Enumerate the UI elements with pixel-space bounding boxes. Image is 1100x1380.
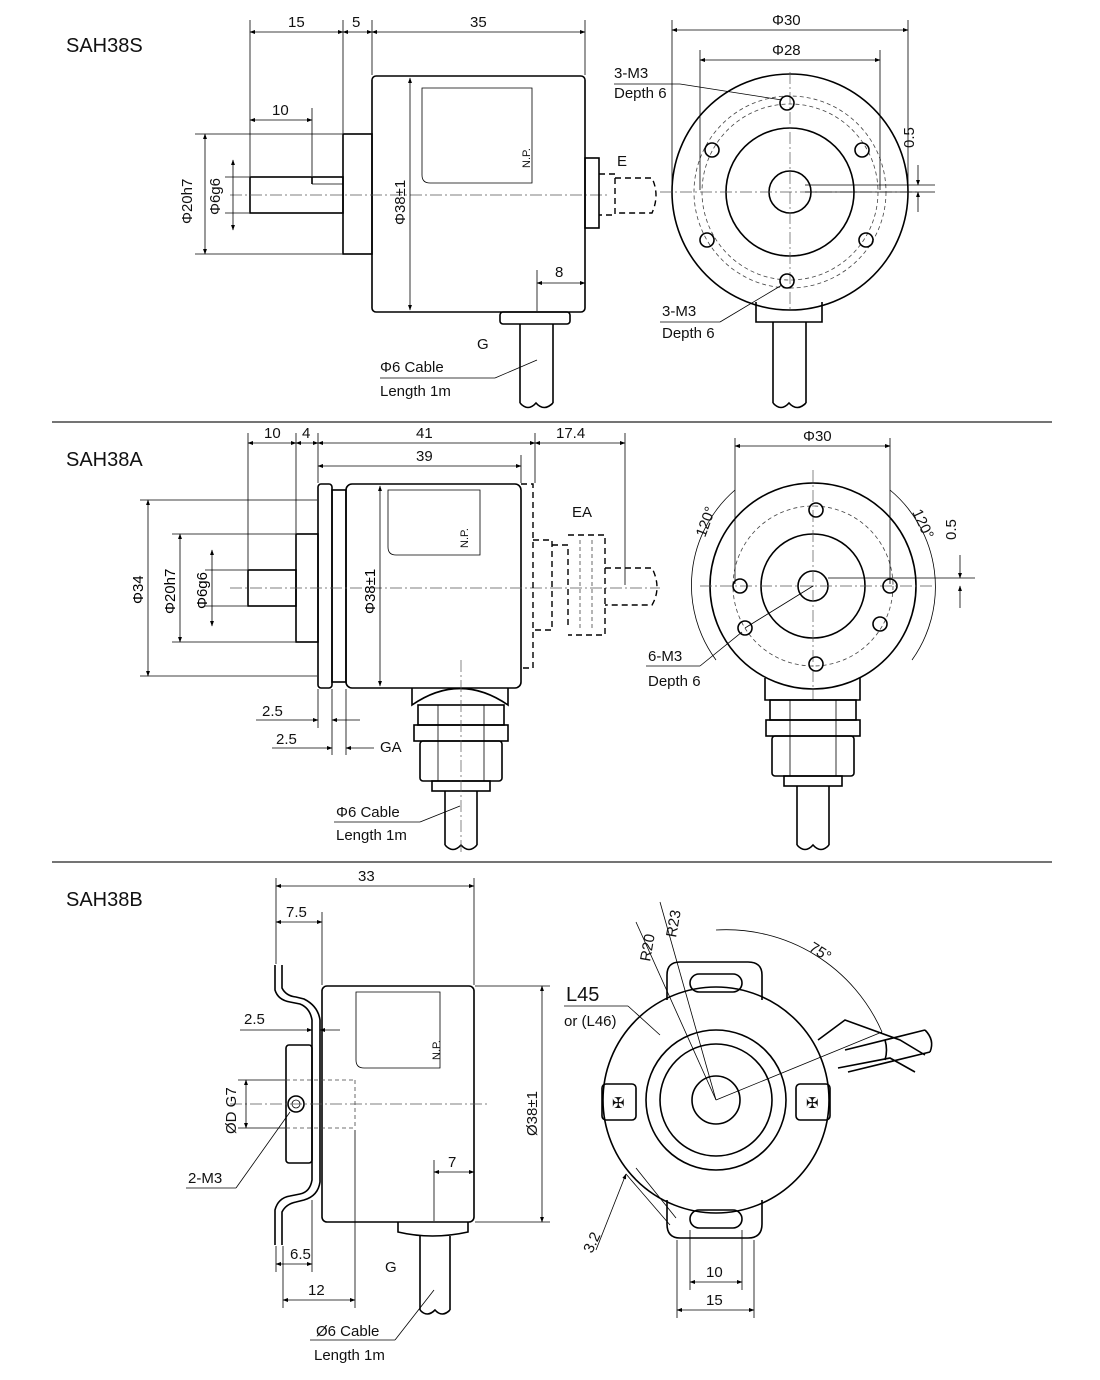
sah38b-side-view: N.P. G 33 7.5 2.5 ØD G7 [186, 868, 550, 1364]
dia-6g6: Φ6g6 [207, 178, 224, 215]
cable-length: Length 1m [380, 383, 451, 400]
dim-2-5: 2.5 [244, 1011, 265, 1028]
dim-8: 8 [555, 264, 563, 281]
sah38s-front-view: Φ30 Φ28 0.5 3-M3 Depth 6 3-M3 Depth 6 [614, 12, 935, 409]
label-e: E [617, 153, 627, 170]
holes-spec: 6-M3 [648, 648, 682, 665]
dim-3-2: 3.2 [580, 1230, 604, 1256]
holes-bot-depth: Depth 6 [662, 325, 715, 342]
dim-41: 41 [416, 425, 433, 442]
dia-30: Φ30 [803, 428, 832, 445]
dim-2-5-a: 2.5 [262, 703, 283, 720]
holes-top-spec: 3-M3 [614, 65, 648, 82]
dim-10: 10 [706, 1264, 723, 1281]
dim-15: 15 [288, 14, 305, 31]
dim-10: 10 [264, 425, 281, 442]
model-title-sah38b: SAH38B [66, 889, 143, 911]
dim-4: 4 [302, 425, 310, 442]
dim-10: 10 [272, 102, 289, 119]
dim-33: 33 [358, 868, 375, 885]
label-l45: L45 [566, 984, 599, 1006]
dim-5: 5 [352, 14, 360, 31]
dim-35: 35 [470, 14, 487, 31]
label-ga: GA [380, 739, 402, 756]
dim-15: 15 [706, 1292, 723, 1309]
cable-length: Length 1m [314, 1347, 385, 1364]
cable-spec: Φ6 Cable [380, 359, 444, 376]
dia-d-g7: ØD G7 [223, 1087, 240, 1134]
sah38b-front-view: ✠ ✠ R20 R23 75° L45 or (L46) 3.2 10 [564, 901, 933, 1318]
dim-39: 39 [416, 448, 433, 465]
sah38a-front-view: Φ30 120° 120° 0.5 6-M3 Depth 6 [646, 428, 975, 851]
label-ea: EA [572, 504, 592, 521]
holes-bot-spec: 3-M3 [662, 303, 696, 320]
nameplate-label: N.P. [521, 148, 533, 168]
dia-20h7: Φ20h7 [162, 569, 179, 614]
dim-7: 7 [448, 1154, 456, 1171]
dim-7-5: 7.5 [286, 904, 307, 921]
label-g: G [385, 1259, 397, 1276]
label-g: G [477, 336, 489, 353]
radius-r20: R20 [637, 933, 659, 963]
model-title-sah38a: SAH38A [66, 449, 143, 471]
dim-17-4: 17.4 [556, 425, 585, 442]
dia-20h7: Φ20h7 [179, 179, 196, 224]
offset-05: 0.5 [901, 127, 918, 148]
dia-38: Φ38±1 [392, 180, 409, 225]
cable-spec: Ø6 Cable [316, 1323, 379, 1340]
offset-05: 0.5 [943, 519, 960, 540]
dia-38: Φ38±1 [362, 569, 379, 614]
angle-75: 75° [806, 939, 834, 965]
sah38a-side-view: N.P. EA GA 10 4 41 [130, 425, 660, 855]
radius-r23: R23 [663, 909, 685, 939]
cable-length: Length 1m [336, 827, 407, 844]
screw-cross-right-icon: ✠ [806, 1095, 819, 1112]
cable-spec: Φ6 Cable [336, 804, 400, 821]
screw-cross-left-icon: ✠ [612, 1095, 625, 1112]
dim-12: 12 [308, 1282, 325, 1299]
angle-120-right: 120° [908, 507, 937, 542]
dia-38: Ø38±1 [524, 1091, 541, 1136]
model-title-sah38s: SAH38S [66, 35, 143, 57]
sah38s-side-view: N.P. E G 15 5 35 10 [179, 14, 657, 409]
dia-34: Φ34 [130, 575, 147, 604]
nameplate-label: N.P. [459, 528, 471, 548]
holes-depth: Depth 6 [648, 673, 701, 690]
label-l46: or (L46) [564, 1013, 617, 1030]
dia-28: Φ28 [772, 42, 801, 59]
dim-2-5-b: 2.5 [276, 731, 297, 748]
dia-6g6: Φ6g6 [194, 572, 211, 609]
angle-120-left: 120° [693, 504, 720, 539]
holes-top-depth: Depth 6 [614, 85, 667, 102]
nameplate-label: N.P. [431, 1040, 443, 1060]
dim-6-5: 6.5 [290, 1246, 311, 1263]
dia-30: Φ30 [772, 12, 801, 29]
screw-spec: 2-M3 [188, 1170, 222, 1187]
